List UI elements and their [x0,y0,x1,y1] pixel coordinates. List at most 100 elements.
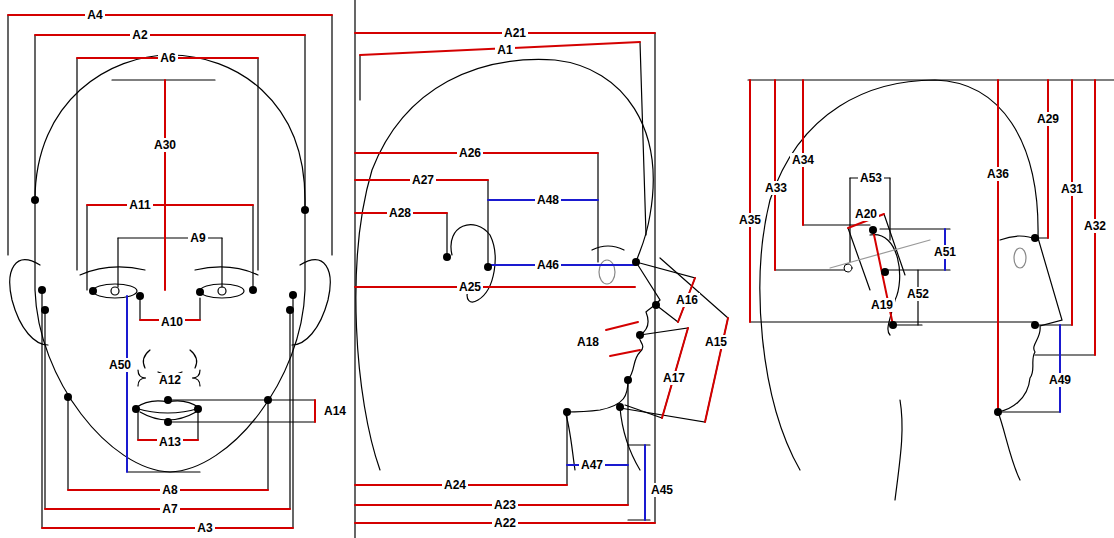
drawing-stroke [606,322,638,330]
measurement-label: A35 [737,213,763,227]
drawing-stroke [652,301,660,309]
drawing-stroke [44,310,45,509]
drawing-stroke [895,400,902,500]
drawing-stroke [998,411,1060,412]
drawing-stroke [443,253,451,261]
drawing-stroke [994,408,1002,416]
drawing-stroke [196,288,204,296]
measurement-label: A46 [535,258,561,272]
measurement-label: A25 [457,280,483,294]
drawing-stroke [627,380,628,505]
measurement-label: A32 [1082,219,1108,233]
drawing-stroke [488,264,636,266]
drawing-stroke [1031,321,1039,329]
drawing-stroke [880,228,950,229]
drawing-stroke [895,324,922,325]
drawing-stroke [774,80,776,270]
drawing-stroke [8,14,332,16]
drawing-stroke [199,298,200,320]
measurement-label: A28 [387,206,413,220]
measurement-label: A13 [157,435,183,449]
measurement-label: A3 [195,521,214,535]
drawing-stroke [881,268,889,276]
drawing-stroke [1031,234,1039,242]
drawing-stroke [80,267,145,275]
drawing-stroke [301,206,309,214]
drawing-stroke [597,153,598,262]
drawing-stroke [1071,80,1073,325]
measurement-label: A12 [157,373,183,387]
measurement-label: A2 [130,28,149,42]
measurement-label: A47 [579,458,605,472]
drawing-stroke [354,0,355,538]
drawing-stroke [195,267,258,275]
drawing-stroke [76,58,77,270]
drawing-stroke [620,408,640,470]
drawing-stroke [644,445,646,520]
drawing-stroke [1047,80,1049,238]
drawing-stroke [624,376,632,384]
measurement-label: A8 [160,483,179,497]
measurement-label: A16 [674,293,700,307]
drawing-stroke [264,396,272,404]
measurement-label: A18 [575,335,601,349]
drawing-stroke [136,292,144,300]
drawing-stroke [93,284,137,298]
measurement-label: A52 [905,287,931,301]
drawing-stroke [620,258,728,422]
drawing-stroke [1014,248,1026,268]
drawing-stroke [86,205,87,290]
drawing-stroke [355,286,635,288]
measurement-label: A27 [410,173,436,187]
drawing-stroke [257,58,258,270]
drawing-stroke [35,34,305,36]
drawing-stroke [252,205,253,290]
drawing-stroke [566,412,567,485]
drawing-stroke [331,15,332,255]
drawing-stroke [632,258,640,266]
drawing-stroke [997,80,999,412]
measurement-label: A29 [1035,112,1061,126]
drawing-stroke [267,400,268,490]
measurement-label: A17 [661,371,687,385]
measurement-label: A31 [1059,182,1085,196]
drawing-stroke [760,80,1062,470]
drawing-stroke [138,370,146,386]
drawing-stroke [289,291,297,299]
red-dimension-lines [750,80,1095,412]
measurement-label: A24 [442,478,468,492]
drawing-stroke [314,400,316,422]
drawing-stroke [705,318,728,422]
drawing-stroke [190,350,197,368]
drawing-stroke [89,287,97,295]
measurement-label: A53 [858,171,884,185]
drawing-stroke [35,55,305,472]
drawing-stroke [640,42,646,235]
drawing-stroke [359,55,360,100]
drawing-stroke [137,410,138,440]
drawing-stroke [484,263,492,271]
drawing-stroke [356,59,660,470]
measurement-label: A50 [107,358,133,372]
measurement-label: A9 [188,231,207,245]
drawing-stroke [848,228,870,290]
drawing-stroke [884,214,905,275]
measurement-label: A30 [152,138,178,152]
drawing-stroke [197,410,198,440]
drawing-stroke [749,80,751,322]
drawing-stroke [117,238,118,287]
measurement-label: A19 [869,298,895,312]
drawing-stroke [249,286,257,294]
drawing-stroke [563,408,571,416]
drawing-stroke [64,393,72,401]
drawing-stroke [487,180,488,265]
measurement-label: A23 [492,498,518,512]
drawing-stroke [143,350,150,368]
drawing-stroke [1059,325,1061,412]
landmark-dots [844,226,1039,416]
measurement-label: A14 [322,404,348,418]
blue-dimension-lines [488,200,645,520]
measurement-label: A1 [495,43,514,57]
measurement-label: A11 [127,198,152,212]
